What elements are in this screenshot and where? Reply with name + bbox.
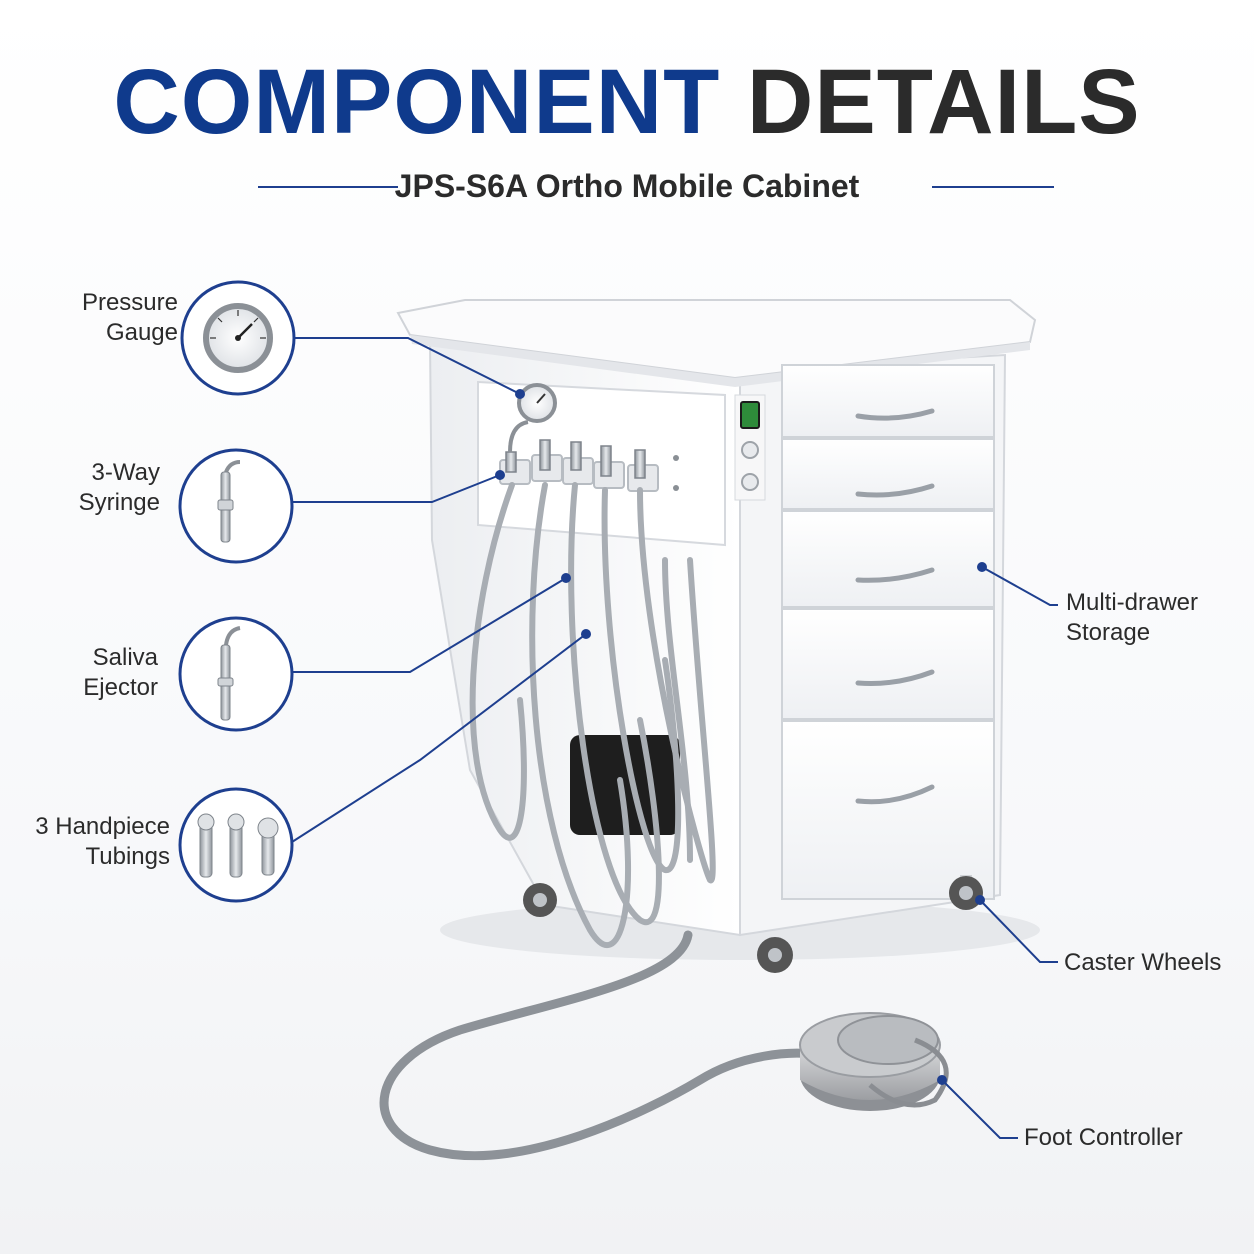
label-line: 3-Way — [91, 459, 160, 486]
drawer-handles — [855, 408, 935, 805]
label-caster-wheels: Caster Wheels — [1064, 948, 1221, 978]
label-foot-controller: Foot Controller — [1024, 1123, 1183, 1153]
drawer-stack — [781, 364, 995, 900]
label-line: Multi-drawer — [1066, 589, 1199, 616]
label-line: Pressure — [81, 289, 178, 316]
callout-circle-saliva-ejector — [178, 616, 294, 732]
knob-icon — [741, 441, 759, 459]
label-line: Caster Wheels — [1064, 949, 1222, 976]
callout-lines — [291, 337, 1058, 1139]
page-title: COMPONENT DETAILS — [0, 56, 1254, 148]
title-primary: COMPONENT — [113, 51, 721, 153]
callout-circle-pressure-gauge — [180, 280, 296, 396]
pedal-hose — [379, 930, 825, 1161]
label-saliva-ejector: Saliva Ejector — [83, 643, 158, 703]
knob-icon — [741, 473, 759, 491]
label-line: Foot Controller — [1024, 1124, 1183, 1151]
label-line: Tubings — [85, 843, 171, 870]
callout-circle-syringe — [178, 448, 294, 564]
caster-wheels-icon — [523, 875, 983, 973]
subtitle-rule-right — [932, 186, 1054, 188]
subtitle-rule-left — [258, 186, 398, 188]
label-line: Syringe — [78, 489, 160, 516]
callout-circle-handpiece — [178, 787, 294, 903]
subtitle: JPS-S6A Ortho Mobile Cabinet — [394, 168, 860, 204]
callout-dots — [495, 389, 987, 1085]
title-secondary: DETAILS — [746, 51, 1141, 153]
pressure-gauge-icon — [517, 383, 557, 423]
label-line: Ejector — [83, 674, 158, 701]
instrument-heads — [505, 439, 646, 479]
label-multi-drawer: Multi-drawer Storage — [1066, 588, 1198, 648]
label-line: Gauge — [105, 319, 178, 346]
label-pressure-gauge: Pressure Gauge — [82, 288, 178, 348]
handpiece-tubings — [469, 482, 716, 948]
foot-pedal-icon — [799, 1012, 949, 1111]
label-handpiece-tubings: 3 Handpiece Tubings — [35, 812, 170, 872]
label-line: 3 Handpiece — [35, 813, 170, 840]
label-line: Storage — [1066, 619, 1151, 646]
label-line: Saliva — [92, 644, 158, 671]
subtitle-row: JPS-S6A Ortho Mobile Cabinet — [0, 166, 1254, 206]
label-three-way-syringe: 3-Way Syringe — [79, 458, 160, 518]
power-switch-icon — [740, 401, 760, 429]
